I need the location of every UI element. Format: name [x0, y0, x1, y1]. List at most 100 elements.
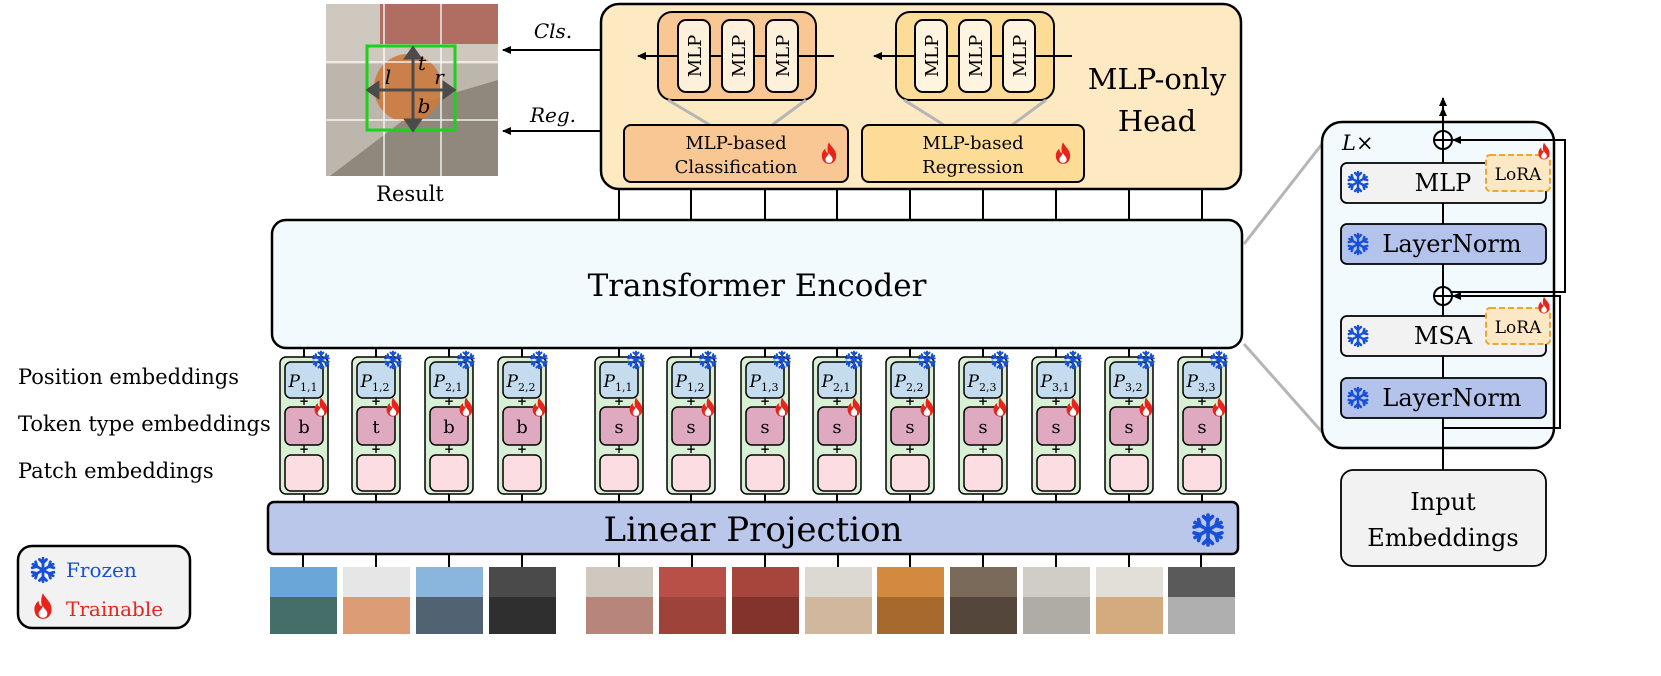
plus-sign: +	[1197, 442, 1207, 456]
patch-embedding	[671, 454, 711, 492]
transformer-encoder	[270, 218, 1244, 350]
cls-mlp-label-3: MLP	[773, 35, 794, 78]
plus-sign: +	[371, 442, 381, 456]
block-layernorm-bottom-label: LayerNorm	[1382, 384, 1521, 412]
patch-embedding	[963, 454, 1003, 492]
patch-embedding	[429, 454, 469, 492]
msa-lora	[1485, 307, 1551, 345]
token-type-label: b	[298, 417, 310, 438]
token-column: P3,2+s+	[1104, 348, 1155, 502]
token-type-embedding	[963, 406, 1003, 446]
projection-title: Linear Projection	[603, 510, 902, 550]
token-type-label: s	[1051, 417, 1060, 438]
patch-image	[1096, 554, 1163, 634]
patch-embedding	[502, 454, 542, 492]
position-embedding	[599, 361, 639, 399]
position-embedding-label: P2,3	[967, 372, 997, 394]
mlp-lora	[1485, 154, 1551, 192]
row-label-token-type: Token type embeddings	[18, 412, 271, 436]
token-column: P3,1+s+	[1031, 348, 1082, 502]
mlp-regression-box	[861, 124, 1085, 183]
token-type-embedding	[1036, 406, 1076, 446]
reg-mlp-label-1: MLP	[922, 35, 943, 78]
box-label-l: l	[385, 65, 391, 89]
plus-sign: +	[832, 442, 842, 456]
reg-mlp-label-2: MLP	[966, 35, 987, 78]
token-type-label: b	[516, 417, 528, 438]
patch-embedding	[599, 454, 639, 492]
plus-sign: +	[978, 442, 988, 456]
head-title-line1: MLP-only	[1088, 62, 1227, 96]
position-embedding	[429, 361, 469, 399]
position-embedding	[745, 361, 785, 399]
plus-sign: +	[978, 394, 988, 408]
patch-image	[489, 554, 556, 634]
patch-images	[270, 554, 1235, 634]
patch-embedding	[1036, 454, 1076, 492]
token-columns: P1,1+b+P1,2+t+P2,1+b+P2,2+b+P1,1+s+P1,2+…	[279, 348, 1228, 502]
reg-box-line1: MLP-based	[922, 133, 1023, 154]
plus-sign: +	[905, 442, 915, 456]
input-embeddings	[1340, 469, 1547, 567]
cls-mlp-label-2: MLP	[729, 35, 750, 78]
token-column: P2,1+b+	[424, 348, 475, 502]
plus-sign: +	[760, 442, 770, 456]
head-connectors	[618, 189, 1203, 220]
block-layernorm-bottom	[1340, 377, 1547, 419]
position-embedding-label: P2,1	[821, 372, 851, 394]
token-type-label: s	[686, 417, 695, 438]
position-embedding-label: P3,1	[1040, 372, 1070, 394]
legend-trainable-label: Trainable	[66, 597, 163, 621]
token-type-embedding	[502, 406, 542, 446]
token-column: P2,1+s+	[812, 348, 863, 502]
position-embedding-label: P1,3	[749, 372, 779, 394]
legend-frozen-label: Frozen	[66, 558, 137, 582]
plus-sign: +	[517, 442, 527, 456]
plus-sign: +	[517, 394, 527, 408]
position-embedding-label: P1,1	[288, 372, 318, 394]
token-type-label: s	[614, 417, 623, 438]
token-type-label: s	[832, 417, 841, 438]
plus-sign: +	[1051, 394, 1061, 408]
token-column: P1,2+s+	[666, 348, 717, 502]
result-panel: l t r b Result	[326, 4, 498, 206]
plus-sign: +	[1051, 442, 1061, 456]
patch-image	[732, 554, 799, 634]
plus-sign: +	[905, 394, 915, 408]
patch-image	[877, 554, 944, 634]
repeat-label: L×	[1341, 131, 1374, 155]
position-embedding	[817, 361, 857, 399]
box-label-b: b	[418, 94, 431, 118]
patch-embedding	[284, 454, 324, 492]
token-type-embedding	[745, 406, 785, 446]
token-column: P2,2+s+	[885, 348, 936, 502]
patch-image	[1168, 554, 1235, 634]
position-embedding	[963, 361, 1003, 399]
encoder-title: Transformer Encoder	[588, 268, 927, 304]
position-embedding-label: P3,3	[1186, 372, 1216, 394]
token-type-embedding	[817, 406, 857, 446]
position-embedding	[356, 361, 396, 399]
reg-box-line2: Regression	[922, 157, 1024, 178]
bounding-box	[365, 44, 457, 132]
plus-sign: +	[444, 442, 454, 456]
plus-sign: +	[614, 394, 624, 408]
token-type-label: s	[1124, 417, 1133, 438]
position-embedding	[1036, 361, 1076, 399]
linear-projection	[266, 500, 1240, 556]
row-label-position: Position embeddings	[18, 365, 239, 389]
patch-image	[659, 554, 726, 634]
patch-image	[805, 554, 872, 634]
token-type-label: b	[443, 417, 455, 438]
patch-image	[1023, 554, 1090, 634]
row-label-patch: Patch embeddings	[18, 459, 214, 483]
position-embedding	[671, 361, 711, 399]
token-column: P1,3+s+	[740, 348, 791, 502]
patch-embedding	[817, 454, 857, 492]
input-embeddings-line2: Embeddings	[1367, 524, 1518, 552]
plus-sign: +	[1124, 394, 1134, 408]
position-embedding-label: P1,2	[675, 372, 705, 394]
position-embedding	[1109, 361, 1149, 399]
input-embeddings-line1: Input	[1410, 488, 1476, 516]
